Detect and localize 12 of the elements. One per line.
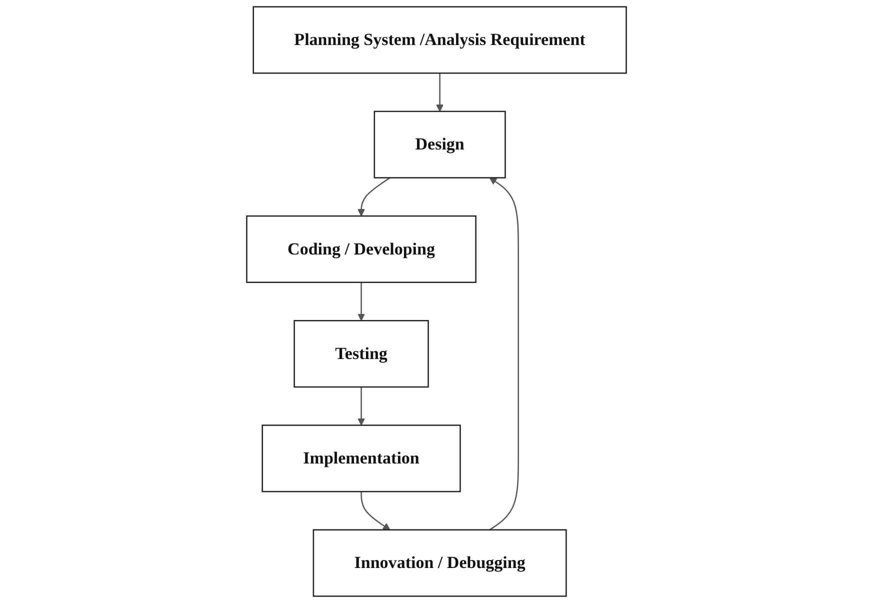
arrow (358, 386, 366, 426)
node-box: Planning System /Analysis Requirement (252, 6, 627, 74)
node-box: Coding / Developing (246, 215, 476, 283)
node-box: Implementation (262, 424, 461, 492)
arrow (436, 73, 444, 112)
arrow (358, 282, 366, 321)
arrow (489, 177, 519, 530)
arrow (358, 177, 390, 216)
node-box: Design (374, 110, 506, 178)
node-box: Testing (294, 320, 429, 388)
node-box: Innovation / Debugging (312, 529, 567, 597)
arrow (360, 492, 390, 530)
